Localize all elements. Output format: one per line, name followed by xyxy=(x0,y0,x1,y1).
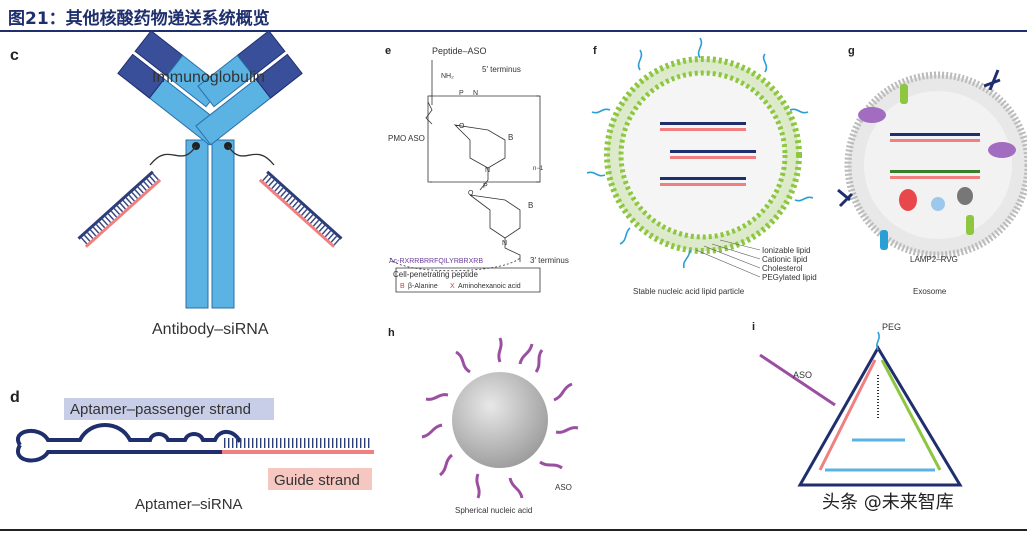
lipid-label-2: Cationic lipid xyxy=(762,255,807,264)
five-prime-label: 5′ terminus xyxy=(482,65,521,74)
panel-d: d Aptamer–passenger strand Guide strand … xyxy=(10,389,374,513)
nitrogen-ring-lower: N xyxy=(502,240,507,247)
lipid-label-3: Cholesterol xyxy=(762,264,803,273)
sirna-left xyxy=(77,170,162,248)
exosome-proteins xyxy=(837,69,1016,250)
guide-label-box xyxy=(268,468,372,490)
watermark: 头条 @未来智库 xyxy=(822,492,954,513)
exosome-cargo xyxy=(890,133,980,211)
panel-g: g LAMP2–RVG Exosome xyxy=(837,45,1027,296)
immunoglobulin-label: Immunoglobulin xyxy=(152,69,265,86)
peg-chains xyxy=(586,37,814,269)
base-upper: B xyxy=(508,133,513,142)
panel-h-letter: h xyxy=(388,327,395,339)
panel-h: h ASO Spherical nucleic acid xyxy=(388,327,579,515)
nitrogen-ring-upper: N xyxy=(485,167,490,174)
oxygen-lower: O xyxy=(468,190,474,197)
cpp-label: Cell-penetrating peptide xyxy=(393,270,478,279)
panel-c-letter: c xyxy=(10,47,19,64)
phosphorus-lower: P xyxy=(483,183,488,190)
sna-strands xyxy=(421,337,579,499)
sna-aso-label: ASO xyxy=(555,483,572,492)
oxygen-upper: O xyxy=(459,123,465,130)
lipid-label-1: Ionizable lipid xyxy=(762,246,810,255)
repeat-subscript: n−1 xyxy=(533,166,544,172)
legend-x-key: X xyxy=(450,283,455,290)
lipid-label-4: PEGylated lipid xyxy=(762,273,817,282)
pmo-structure xyxy=(389,60,541,293)
panel-i-letter: i xyxy=(752,321,755,333)
panel-d-letter: d xyxy=(10,389,20,406)
pmo-aso-label: PMO ASO xyxy=(388,134,425,143)
aptamer-sirna-label: Aptamer–siRNA xyxy=(135,496,243,513)
figure-title: 图21：其他核酸药物递送系统概览 xyxy=(8,9,270,29)
three-prime-label: 3′ terminus xyxy=(530,256,569,265)
panel-e: e Peptide–ASO 5′ terminus PMO ASO n−1 NH… xyxy=(385,45,569,293)
peg-tail xyxy=(876,331,880,351)
lamp2-rvg-label: LAMP2–RVG xyxy=(910,255,958,264)
guide-strand-line xyxy=(222,450,374,454)
phosphorus-upper: P xyxy=(459,90,464,97)
legend-x-text: Aminohexanoic acid xyxy=(458,283,521,290)
aso-tail xyxy=(759,353,836,407)
panel-i: i PEG ASO xyxy=(752,321,963,487)
tetrahedron-outline xyxy=(797,345,963,487)
base-lower: B xyxy=(528,201,533,210)
antibody-sirna-label: Antibody–siRNA xyxy=(152,321,269,338)
panel-e-letter: e xyxy=(385,45,391,57)
peg-label: PEG xyxy=(882,322,901,332)
tetra-aso-label: ASO xyxy=(793,370,812,380)
gold-core xyxy=(452,372,548,468)
nitrogen-upper: N xyxy=(473,90,478,97)
panel-f-letter: f xyxy=(593,45,597,57)
passenger-strand-label: Aptamer–passenger strand xyxy=(70,401,251,418)
amide-group: NH₂ xyxy=(441,73,454,80)
panel-f: f Ionizable lipid Cationic lipid Cholest… xyxy=(586,37,817,296)
sna-caption: Spherical nucleic acid xyxy=(455,506,532,515)
legend-b-key: B xyxy=(400,283,405,290)
guide-strand-label: Guide strand xyxy=(274,472,360,489)
lnp-cargo xyxy=(660,122,756,186)
passenger-label-box xyxy=(64,398,274,420)
lnp-caption: Stable nucleic acid lipid particle xyxy=(633,287,745,296)
aptamer-loop xyxy=(16,423,242,447)
legend-b-text: β-Alanine xyxy=(408,283,438,290)
peptide-sequence: Ac-RXRRBRRFQILYRBRXRB xyxy=(389,258,483,265)
peptide-aso-title: Peptide–ASO xyxy=(432,46,487,56)
sirna-right xyxy=(258,170,343,248)
lipid-leaders xyxy=(695,239,761,278)
panel-c: c xyxy=(10,30,343,338)
exosome-caption: Exosome xyxy=(913,287,947,296)
antibody-shape xyxy=(117,30,303,309)
figure-header: 图21：其他核酸药物递送系统概览 xyxy=(0,0,1027,32)
footer-rule xyxy=(0,529,1027,531)
panel-g-letter: g xyxy=(848,45,855,57)
